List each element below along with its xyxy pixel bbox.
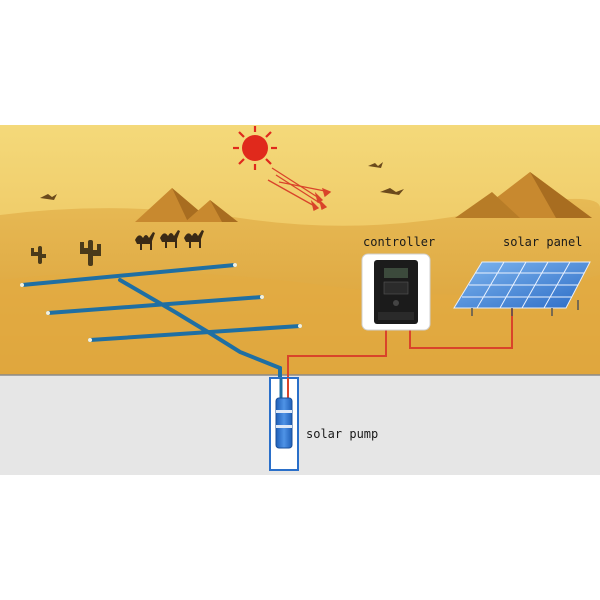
controller-label: controller [363,235,435,249]
cactus-icon [31,240,101,266]
submersible-pump-icon [275,397,293,449]
pyramids-left [135,188,238,222]
camel-icon [135,230,204,250]
drip-emitters [20,263,302,342]
pyramids-right [455,172,592,218]
irrigation-pipes [20,263,302,382]
solar-pump-label: solar pump [306,427,378,441]
inverter-controller-icon [361,253,431,331]
ground-section [0,375,600,475]
sun-rays [267,167,332,211]
power-wires [287,305,513,380]
sun-icon [233,126,277,170]
solar-panel-icon [453,261,591,316]
solar-panel-label: solar panel [503,235,582,249]
bird-icon [40,162,404,200]
